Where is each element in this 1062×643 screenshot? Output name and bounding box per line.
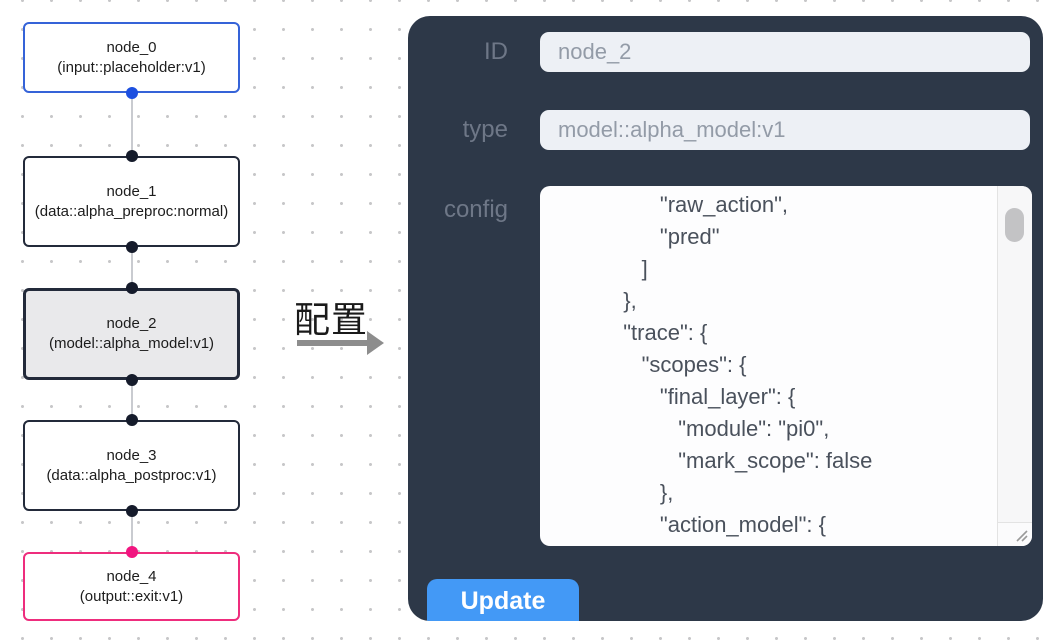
port-node3-in[interactable] bbox=[126, 414, 138, 426]
node-type: (output::exit:v1) bbox=[79, 587, 184, 605]
node-type: (data::alpha_preproc:normal) bbox=[34, 202, 229, 220]
port-node0-out[interactable] bbox=[126, 87, 138, 99]
id-field-label: ID bbox=[484, 38, 508, 65]
config-line: "scopes": { bbox=[556, 352, 747, 377]
config-field-label: config bbox=[443, 196, 508, 223]
port-node1-in[interactable] bbox=[126, 150, 138, 162]
edge-node3-node4 bbox=[131, 511, 133, 552]
config-line: }, bbox=[556, 288, 637, 313]
resize-grip-icon bbox=[1016, 530, 1028, 542]
port-node2-out[interactable] bbox=[126, 374, 138, 386]
textarea-resize-handle[interactable] bbox=[997, 522, 1032, 546]
config-line: ] bbox=[556, 256, 648, 281]
node-title: node_4 bbox=[106, 567, 157, 585]
edge-node0-node1 bbox=[131, 93, 133, 156]
node-config-panel: ID type config "raw_action", "pred" ] },… bbox=[408, 16, 1043, 621]
port-node2-in[interactable] bbox=[126, 282, 138, 294]
node-title: node_2 bbox=[106, 315, 157, 332]
node-type: (input::placeholder:v1) bbox=[57, 58, 206, 76]
node-title: node_0 bbox=[106, 38, 157, 56]
node-type: (model::alpha_model:v1) bbox=[48, 335, 215, 352]
type-field-label: type bbox=[462, 116, 508, 143]
config-line: "final_layer": { bbox=[556, 384, 796, 409]
config-line: "raw_action", bbox=[556, 192, 789, 217]
node-node_1[interactable]: node_1 (data::alpha_preproc:normal) bbox=[23, 156, 240, 247]
node-node_3[interactable]: node_3 (data::alpha_postproc:v1) bbox=[23, 420, 240, 511]
node-title: node_1 bbox=[106, 182, 157, 200]
update-button[interactable]: Update bbox=[427, 579, 579, 621]
node-node_4[interactable]: node_4 (output::exit:v1) bbox=[23, 552, 240, 621]
id-input[interactable] bbox=[540, 32, 1030, 72]
config-line: }, bbox=[556, 480, 674, 505]
config-scrollbar-thumb[interactable] bbox=[1005, 208, 1024, 242]
configure-annotation: 配置 bbox=[294, 299, 369, 340]
edge-node2-node3 bbox=[131, 380, 133, 420]
node-type: (data::alpha_postproc:v1) bbox=[46, 466, 217, 484]
config-scrollbar-track[interactable] bbox=[997, 186, 1032, 522]
arrow-right-icon bbox=[367, 331, 384, 355]
config-json-content: "raw_action", "pred" ] }, "trace": { "sc… bbox=[556, 189, 994, 541]
port-node3-out[interactable] bbox=[126, 505, 138, 517]
arrow-shaft bbox=[297, 340, 369, 346]
node-node_0[interactable]: node_0 (input::placeholder:v1) bbox=[23, 22, 240, 93]
port-node1-out[interactable] bbox=[126, 241, 138, 253]
type-input[interactable] bbox=[540, 110, 1030, 150]
node-title: node_3 bbox=[106, 446, 157, 464]
update-button-label: Update bbox=[460, 587, 546, 615]
config-textarea[interactable]: "raw_action", "pred" ] }, "trace": { "sc… bbox=[540, 186, 1032, 546]
config-line: "pred" bbox=[556, 224, 720, 249]
edge-node1-node2 bbox=[131, 247, 133, 288]
config-line: "trace": { bbox=[556, 320, 708, 345]
config-line: "mark_scope": false bbox=[556, 448, 873, 473]
config-line: "action_model": { bbox=[556, 512, 826, 537]
port-node4-in[interactable] bbox=[126, 546, 138, 558]
config-line: "module": "pi0", bbox=[556, 416, 830, 441]
node-node_2[interactable]: node_2 (model::alpha_model:v1) bbox=[23, 288, 240, 380]
